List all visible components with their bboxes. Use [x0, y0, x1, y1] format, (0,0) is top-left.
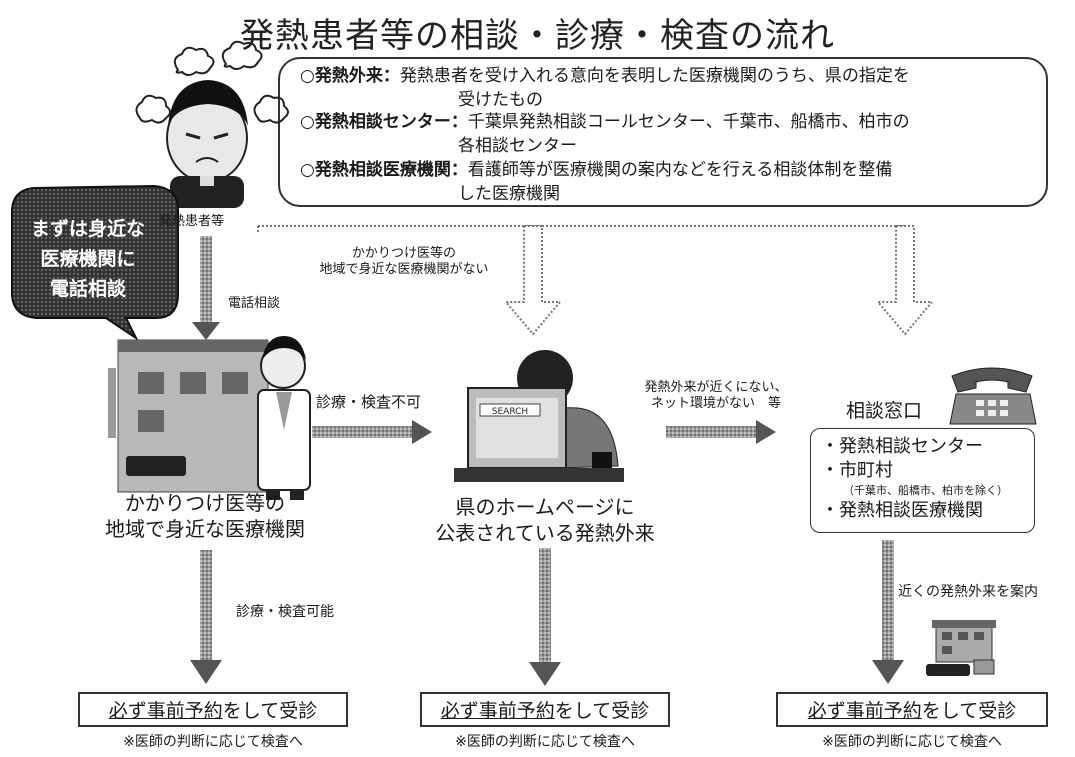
definition-3-cont: した医療機関 — [458, 184, 560, 204]
arrow-left-down — [190, 550, 222, 684]
consult-sub-note: （千葉市、船橋市、柏市を除く） — [843, 484, 1008, 497]
node-local-clinic: かかりつけ医等の 地域で身近な医療機関 — [105, 491, 305, 541]
no-doctor-label: かかりつけ医等の 地域で身近な医療機関がない — [319, 246, 489, 277]
arrow-phone — [192, 236, 220, 340]
definition-1: ○発熱外来：発熱患者を受け入れる意向を表明した医療機関のうち、県の指定を — [300, 66, 910, 86]
consult-title: 相談窓口 — [846, 400, 923, 422]
clinic-illustration — [108, 336, 311, 500]
consult-item: ・市町村 — [821, 460, 893, 481]
definition-3: ○発熱相談医療機関：看護師等が医療機関の案内などを行える相談体制を整備 — [300, 160, 893, 180]
consult-item: ・発熱相談センター — [821, 436, 983, 457]
call-first-text: まずは身近な 医療機関に 電話相談 — [30, 218, 145, 300]
definition-1-cont: 受けたもの — [458, 90, 543, 110]
patient-illustration — [135, 40, 289, 208]
note-center: ※医師の判断に応じて検査へ — [455, 734, 635, 750]
cannot-label: 診療・検査不可 — [316, 393, 422, 411]
hollow-arrow-center — [503, 225, 563, 336]
definitions-box — [278, 57, 1048, 207]
page-title: 発熱患者等の相談・診療・検査の流れ — [240, 16, 835, 56]
arrow-cannot — [312, 420, 432, 444]
can-label: 診療・検査可能 — [236, 604, 334, 620]
search-screen-text: SEARCH — [492, 407, 528, 417]
reserve-box-right: 必ず事前予約をして受診 — [776, 692, 1048, 727]
arrow-center-down — [529, 548, 561, 686]
computer-illustration: SEARCH — [454, 350, 624, 482]
reserve-box-left: 必ず事前予約をして受診 — [78, 692, 348, 727]
note-right: ※医師の判断に応じて検査へ — [822, 734, 1002, 750]
definition-2: ○発熱相談センター：千葉県発熱相談コールセンター、千葉市、船橋市、柏市の — [300, 112, 910, 132]
reserve-box-center: 必ず事前予約をして受診 — [420, 692, 670, 727]
node-prefecture-homepage: 県のホームページに 公表されている発熱外来 — [435, 495, 655, 545]
consult-box: ・発熱相談センター ・市町村 （千葉市、船橋市、柏市を除く） ・発熱相談医療機関 — [810, 428, 1035, 533]
definition-2-cont: 各相談センター — [458, 136, 577, 156]
patient-label: 発熱患者等 — [159, 214, 225, 229]
hollow-arrow-right — [875, 225, 935, 336]
guide-label: 近くの発熱外来を案内 — [898, 584, 1038, 600]
phone-consult-label: 電話相談 — [228, 296, 281, 311]
arrow-right-down — [872, 540, 904, 684]
note-left: ※医師の判断に応じて検査へ — [123, 734, 303, 750]
consult-item: ・発熱相談医療機関 — [821, 500, 983, 521]
arrow-no-net — [666, 420, 776, 444]
clinic-guide-icon — [926, 620, 996, 676]
no-net-label: 発熱外来が近くにない、 ネット環境がない 等 — [644, 380, 788, 411]
call-first-bubble — [11, 184, 179, 341]
phone-icon — [949, 367, 1037, 425]
